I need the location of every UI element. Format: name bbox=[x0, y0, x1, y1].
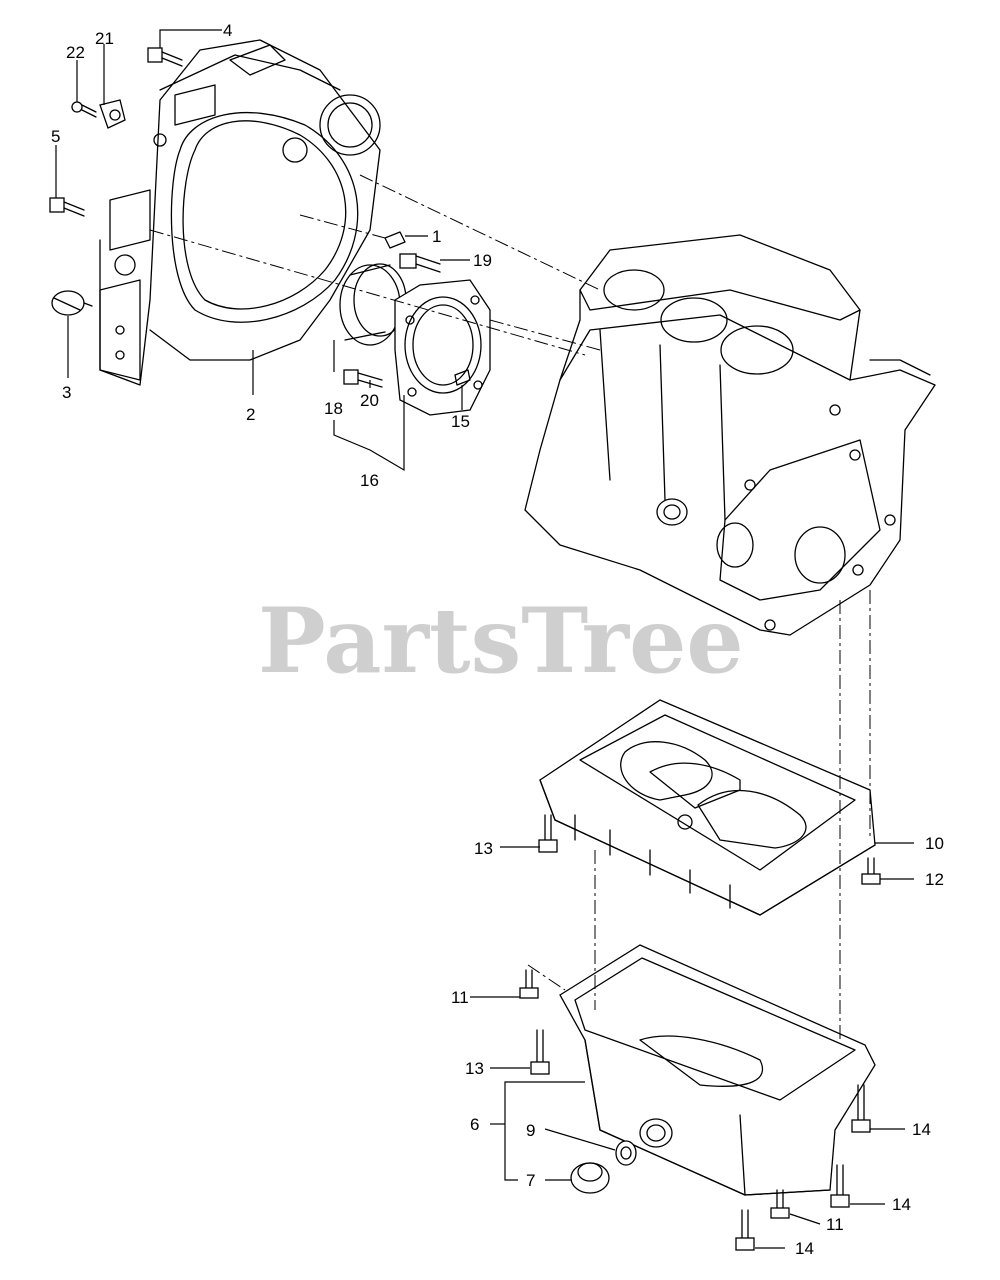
bolt-part-11-lower bbox=[770, 1189, 790, 1219]
washer-part-9 bbox=[615, 1140, 637, 1166]
bolt-part-14-bottom bbox=[735, 1209, 755, 1251]
label-9: 9 bbox=[526, 1121, 535, 1140]
bolt-part-4 bbox=[147, 47, 183, 67]
label-14-bottom: 14 bbox=[795, 1239, 814, 1258]
bolt-part-12 bbox=[861, 857, 881, 885]
plug-part-3 bbox=[51, 290, 93, 316]
label-13-lower: 13 bbox=[465, 1059, 484, 1078]
oil-pan-adapter-part-10 bbox=[539, 699, 876, 916]
label-5: 5 bbox=[51, 127, 60, 146]
bolt-part-14-middle bbox=[830, 1164, 850, 1208]
watermark: PartsTree bbox=[258, 588, 744, 694]
label-18: 18 bbox=[324, 399, 343, 418]
bolt-part-13-lower bbox=[530, 1029, 550, 1075]
bolt-part-22 bbox=[71, 101, 97, 118]
bolt-part-20 bbox=[343, 369, 383, 388]
bolt-part-5 bbox=[49, 197, 85, 217]
alignment-lines bbox=[149, 174, 871, 1040]
seal-retainer-part-16 bbox=[394, 279, 491, 416]
oil-pan-part-6 bbox=[559, 944, 876, 1196]
drain-plug-part-7 bbox=[570, 1162, 610, 1194]
label-16: 16 bbox=[360, 471, 379, 490]
pin-part-15 bbox=[454, 369, 471, 386]
label-13-upper: 13 bbox=[474, 839, 493, 858]
label-2: 2 bbox=[246, 405, 255, 424]
part-labels: 4 21 22 5 3 2 1 19 18 20 15 16 10 12 13 … bbox=[51, 21, 944, 1258]
label-20: 20 bbox=[360, 391, 379, 410]
bolt-part-13-upper bbox=[538, 814, 558, 853]
label-3: 3 bbox=[62, 383, 71, 402]
label-7: 7 bbox=[526, 1171, 535, 1190]
sensor-part-21 bbox=[99, 99, 126, 129]
label-11-upper: 11 bbox=[451, 988, 469, 1007]
bolt-part-11-upper bbox=[519, 969, 539, 999]
leader-lines bbox=[55, 29, 914, 1249]
dowel-pin-part-1 bbox=[384, 231, 406, 249]
label-4: 4 bbox=[223, 21, 232, 40]
label-15: 15 bbox=[451, 412, 470, 431]
label-1: 1 bbox=[432, 227, 441, 246]
label-11-lower: 11 bbox=[826, 1215, 844, 1234]
flywheel-housing bbox=[99, 39, 381, 386]
cylinder-block bbox=[524, 234, 936, 636]
label-19: 19 bbox=[473, 251, 492, 270]
label-22: 22 bbox=[66, 43, 85, 62]
label-12: 12 bbox=[925, 870, 944, 889]
label-6: 6 bbox=[470, 1115, 479, 1134]
seal-ring-part-18 bbox=[339, 263, 407, 346]
label-21: 21 bbox=[95, 29, 114, 48]
label-14-middle: 14 bbox=[892, 1195, 911, 1214]
bolt-part-19 bbox=[399, 253, 441, 273]
bolt-part-14-right bbox=[851, 1084, 871, 1133]
label-14-right: 14 bbox=[912, 1120, 931, 1139]
label-10: 10 bbox=[925, 834, 944, 853]
